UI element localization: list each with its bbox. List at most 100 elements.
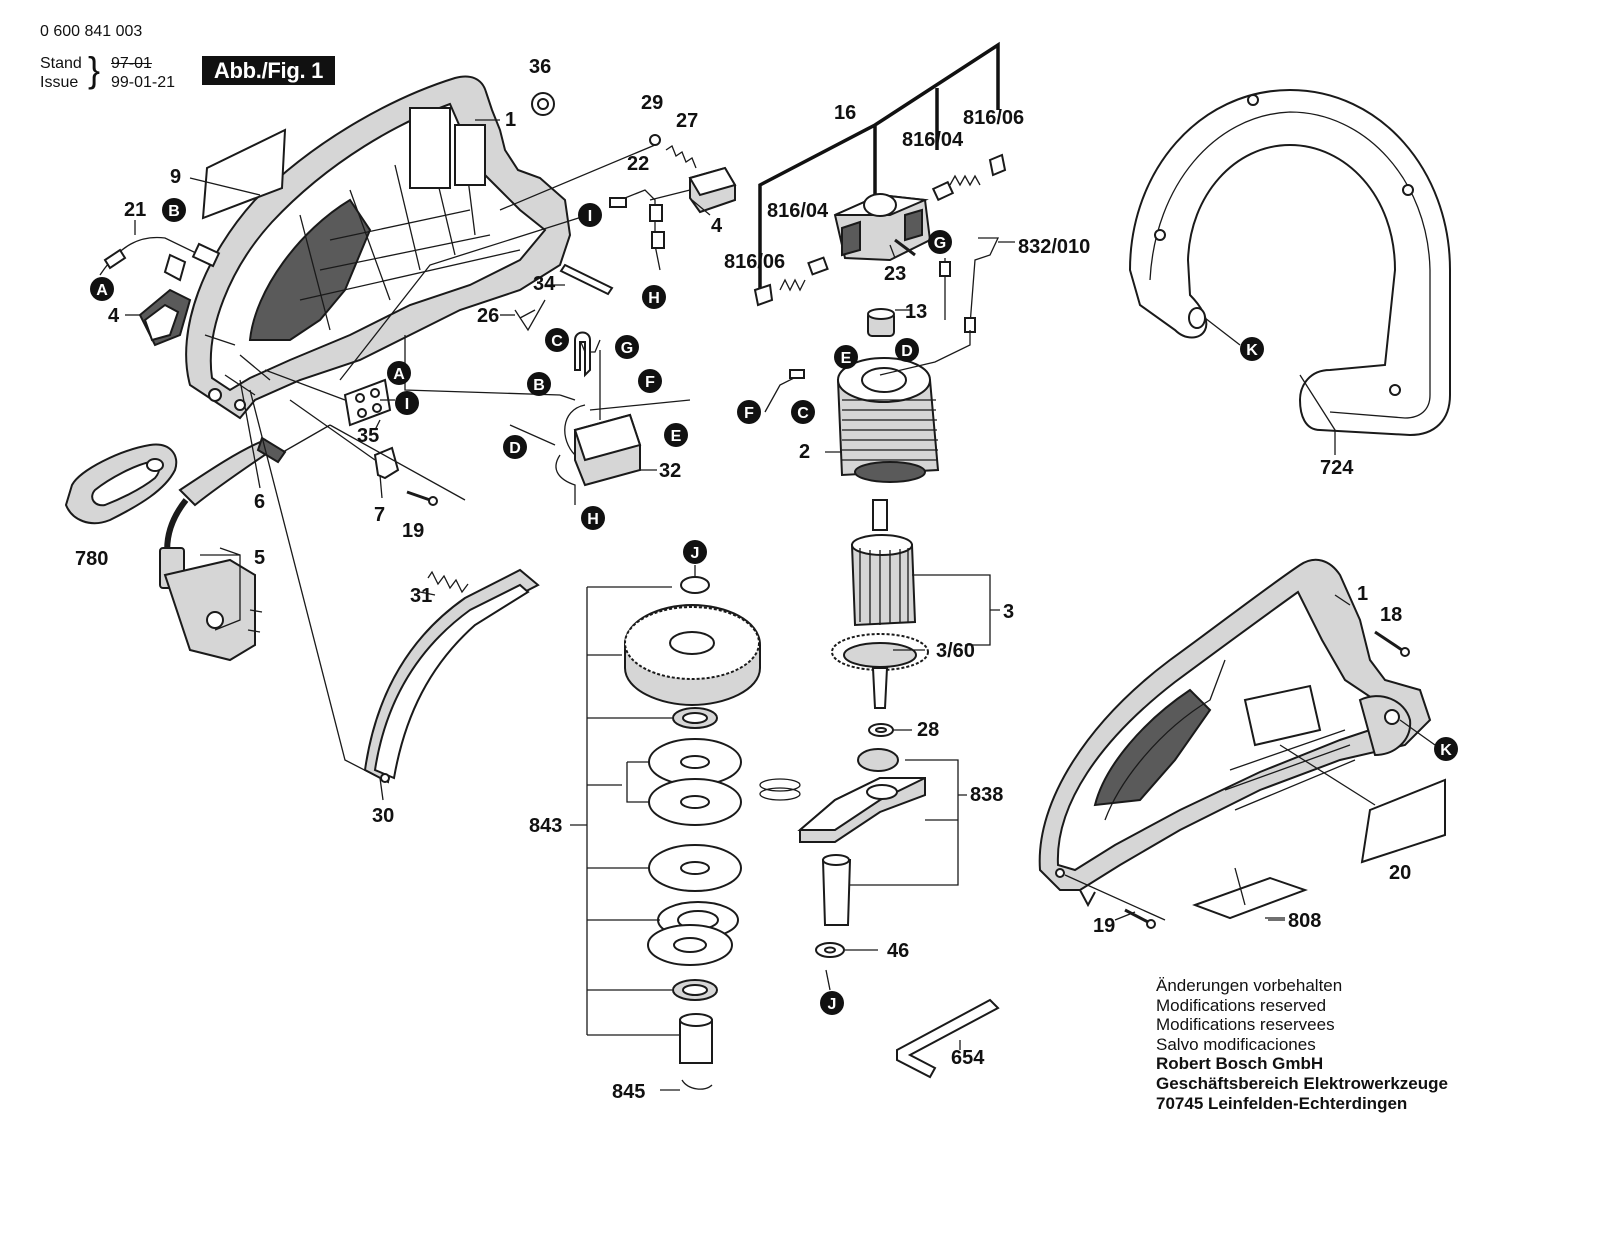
part-number: 21 — [124, 199, 146, 221]
screw-19-right — [1124, 908, 1156, 929]
part-number: 654 — [951, 1047, 985, 1069]
part-29 — [649, 134, 661, 146]
field-coil-2 — [836, 357, 940, 483]
modification-note: Modifications reservees — [1156, 1015, 1335, 1035]
marker-g: G — [615, 335, 639, 359]
bearing-13 — [867, 308, 895, 337]
issue-date: 99-01-21 — [111, 74, 176, 91]
document-number: 0 600 841 003 — [40, 23, 143, 40]
nut-36 — [531, 92, 555, 116]
part-number: 816/04 — [902, 129, 964, 151]
marker-j: J — [683, 540, 707, 564]
svg-text:I: I — [405, 396, 409, 413]
part-number: 13 — [905, 301, 927, 323]
svg-text:K: K — [1246, 342, 1258, 359]
part-number: 34 — [533, 273, 556, 295]
leader-lines-right — [660, 241, 1436, 1091]
label-sticker-9 — [201, 128, 287, 220]
svg-text:H: H — [587, 511, 599, 528]
part-number: 4 — [108, 305, 120, 327]
svg-text:B: B — [168, 203, 180, 220]
part-number: 23 — [884, 263, 906, 285]
modification-note: Modifications reserved — [1156, 995, 1327, 1015]
part-number: 816/06 — [963, 107, 1024, 129]
svg-text:G: G — [934, 235, 946, 252]
brace-symbol: } — [88, 49, 101, 90]
housing-left-half — [185, 75, 572, 420]
marker-k: K — [1434, 737, 1458, 761]
part-number: 845 — [612, 1081, 645, 1103]
screw-18 — [1374, 630, 1410, 657]
modification-note: Änderungen vorbehalten — [1156, 976, 1343, 995]
footnote-block: Änderungen vorbehalten Modifications res… — [1156, 976, 1448, 1113]
switch-4-left — [138, 288, 192, 347]
brush-holder-assembly — [833, 193, 932, 262]
marker-i: I — [395, 391, 419, 415]
marker-d: D — [503, 435, 527, 459]
marker-b: B — [162, 198, 186, 222]
part-number: 29 — [641, 92, 663, 114]
wire-f-lug — [789, 369, 805, 379]
svg-text:F: F — [645, 374, 655, 391]
part-number: 832/010 — [1018, 236, 1090, 258]
grommet-6 — [178, 424, 331, 507]
part-number: 7 — [374, 504, 385, 526]
part-number: 3 — [1003, 601, 1014, 623]
marker-a: A — [90, 277, 114, 301]
part-number: 22 — [627, 153, 649, 175]
marker-c: C — [791, 400, 815, 424]
terminal-block-35 — [343, 378, 392, 427]
svg-text:J: J — [828, 996, 837, 1013]
company-line: 70745 Leinfelden-Echterdingen — [1156, 1093, 1408, 1113]
marker-c: C — [545, 328, 569, 352]
svg-text:F: F — [744, 405, 754, 422]
part-number: 18 — [1380, 604, 1402, 626]
screw-23 — [894, 238, 916, 257]
part-number: 27 — [676, 110, 698, 132]
spring-31 — [427, 570, 469, 594]
part-number: 816/06 — [724, 251, 785, 273]
cable-clamp-7 — [373, 446, 400, 480]
svg-text:D: D — [901, 343, 913, 360]
part-number: 35 — [357, 425, 379, 447]
mains-cable-5 — [159, 498, 263, 662]
marker-i: I — [578, 203, 602, 227]
svg-text:A: A — [393, 366, 405, 383]
bracket-843 — [570, 586, 680, 1036]
marker-h: H — [581, 506, 605, 530]
marker-h: H — [642, 285, 666, 309]
part-number: 46 — [887, 940, 909, 962]
gear-843 — [624, 576, 761, 1090]
marker-a: A — [387, 361, 411, 385]
part-number: 16 — [834, 102, 856, 124]
marker-f: F — [737, 400, 761, 424]
cable-21 — [99, 236, 221, 282]
part-number: 28 — [917, 719, 939, 741]
rod-34 — [559, 263, 614, 296]
svg-text:C: C — [797, 405, 809, 422]
marker-e: E — [834, 345, 858, 369]
figure-label: Abb./Fig. 1 — [202, 56, 335, 85]
wire-d — [879, 330, 971, 376]
part-number: 808 — [1288, 910, 1321, 932]
svg-text:J: J — [691, 545, 700, 562]
marker-f: F — [638, 369, 662, 393]
company-line: Robert Bosch GmbH — [1156, 1054, 1324, 1074]
part-number: 36 — [529, 56, 551, 78]
carbon-brushes — [753, 153, 1007, 307]
washer-28 — [868, 723, 894, 737]
part-number: 32 — [659, 460, 681, 482]
handle-724 — [1128, 88, 1451, 437]
part-number: 31 — [410, 585, 432, 607]
stand-label: Stand — [40, 55, 82, 72]
washer-46 — [815, 942, 845, 958]
part-number: 724 — [1320, 457, 1354, 479]
part-number: 30 — [372, 805, 394, 827]
guide-rail-30 — [363, 568, 540, 784]
svg-text:H: H — [648, 290, 660, 307]
armature-3 — [831, 499, 929, 709]
hex-key-654 — [896, 998, 1000, 1079]
part-number: 843 — [529, 815, 562, 837]
marker-k: K — [1240, 337, 1264, 361]
